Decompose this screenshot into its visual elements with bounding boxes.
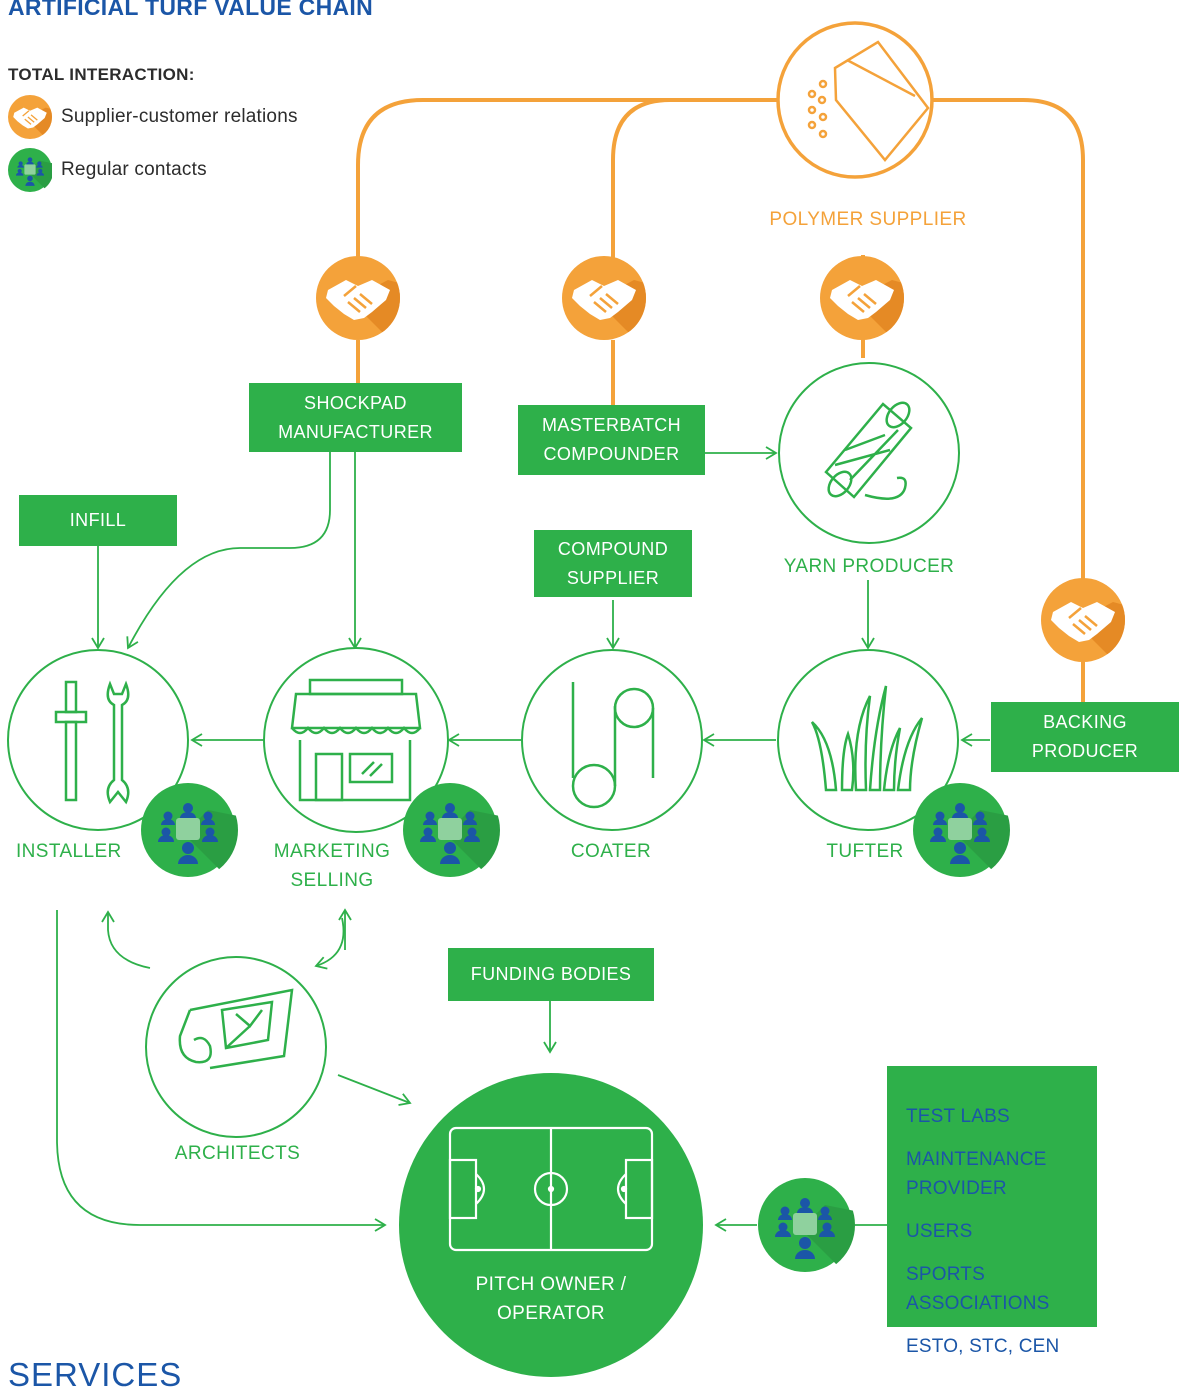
masterbatch-label-line2: COMPOUNDER	[543, 444, 680, 464]
meeting-group-icon	[758, 1178, 875, 1303]
funding-bodies-box: FUNDING BODIES	[448, 948, 654, 1001]
backing-label-line2: PRODUCER	[1031, 741, 1139, 761]
section-title: SERVICES	[8, 1356, 183, 1393]
coater-node	[521, 649, 703, 831]
stakeholder-panel: TEST LABS MAINTENANCE PROVIDER USERS SPO…	[887, 1066, 1097, 1357]
football-pitch-icon	[448, 1126, 654, 1252]
compound-supplier-box: COMPOUND SUPPLIER	[534, 530, 692, 597]
architects-label: ARCHITECTS	[174, 1143, 301, 1164]
stakeholder-item: ESTO, STC, CEN	[906, 1336, 1060, 1357]
polymer-supplier-node	[776, 21, 934, 179]
legend-contacts-item: Regular contacts	[8, 148, 207, 192]
marketing-label-line1: MARKETING	[273, 841, 391, 862]
handshake-icon	[1041, 578, 1143, 690]
tufter-label: TUFTER	[826, 841, 904, 862]
backing-producer-box: BACKING PRODUCER	[991, 702, 1179, 772]
polymer-supplier-label: POLYMER SUPPLIER	[769, 209, 967, 230]
masterbatch-compounder-box: MASTERBATCH COMPOUNDER	[518, 405, 705, 475]
shockpad-label-line2: MANUFACTURER	[278, 421, 433, 442]
yarn-producer-node	[778, 362, 960, 544]
legend-supplier-item: Supplier-customer relations	[8, 95, 298, 139]
yarn-spool-icon	[824, 401, 913, 500]
pitch-owner-label: PITCH OWNER / OPERATOR	[441, 1270, 661, 1328]
meeting-group-icon	[141, 783, 258, 908]
installer-label: INSTALLER	[16, 841, 122, 862]
legend-supplier-label: Supplier-customer relations	[61, 106, 298, 127]
stakeholder-item: SPORTS ASSOCIATIONS	[906, 1264, 1050, 1314]
infill-box: INFILL	[19, 495, 177, 546]
funding-bodies-label: FUNDING BODIES	[470, 964, 632, 984]
pitch-owner-line2: OPERATOR	[496, 1303, 606, 1324]
shockpad-label-line1: SHOCKPAD	[304, 392, 407, 413]
compound-label-line1: COMPOUND	[557, 538, 669, 559]
masterbatch-label-line1: MASTERBATCH	[541, 415, 682, 435]
handshake-icon	[820, 256, 922, 368]
marketing-label: MARKETING SELLING	[252, 837, 412, 895]
legend-contacts-label: Regular contacts	[61, 159, 207, 180]
yarn-producer-label: YARN PRODUCER	[783, 556, 955, 577]
coater-label: COATER	[570, 841, 652, 862]
tools-icon	[54, 680, 130, 805]
shop-icon	[290, 678, 422, 802]
handshake-icon	[316, 256, 418, 368]
meeting-group-icon	[8, 148, 52, 192]
coater-rollers-icon	[571, 682, 655, 809]
backing-label-line1: BACKING	[1043, 712, 1127, 732]
stakeholder-item: USERS	[906, 1221, 973, 1242]
meeting-group-icon	[913, 783, 1030, 908]
installer-node	[7, 649, 189, 831]
handshake-icon	[8, 95, 52, 139]
page-title: ARTIFICIAL TURF VALUE CHAIN	[8, 0, 374, 20]
compound-label-line2: SUPPLIER	[566, 567, 660, 588]
stakeholder-item: MAINTENANCE PROVIDER	[906, 1149, 1047, 1199]
blueprint-icon	[178, 988, 294, 1070]
marketing-label-line2: SELLING	[290, 870, 374, 891]
grass-icon	[810, 685, 924, 792]
polymer-bag-icon	[807, 40, 930, 162]
legend-heading: TOTAL INTERACTION:	[8, 65, 195, 84]
infill-label: INFILL	[69, 510, 127, 530]
shockpad-manufacturer-box: SHOCKPAD MANUFACTURER	[249, 383, 462, 452]
tufter-node	[777, 649, 959, 831]
pitch-owner-line1: PITCH OWNER /	[475, 1274, 627, 1295]
meeting-group-icon	[403, 783, 520, 908]
stakeholder-item: TEST LABS	[906, 1106, 1010, 1127]
